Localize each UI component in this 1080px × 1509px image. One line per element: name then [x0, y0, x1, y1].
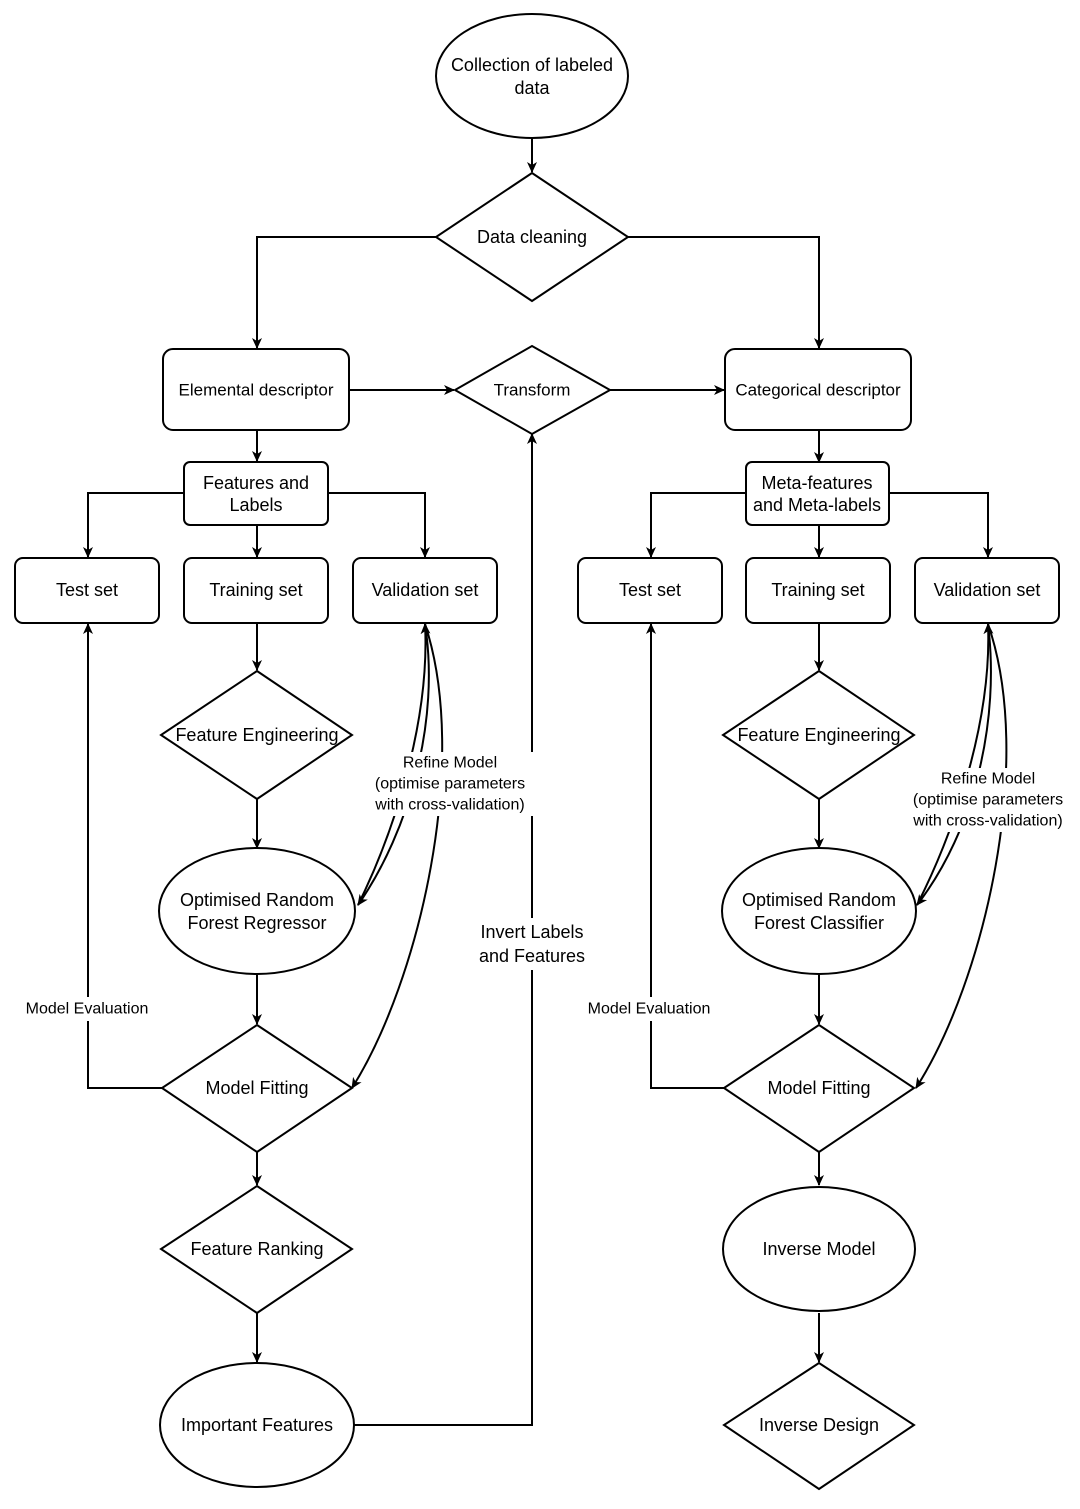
left-validation-set-node[interactable] — [352, 557, 498, 624]
left-model-fitting-label: Model Fitting — [205, 1078, 308, 1098]
left-training-set-label: Training set — [209, 580, 302, 600]
left-refine-label-3: with cross-validation) — [374, 797, 524, 814]
left-test-set-label: Test set — [56, 580, 118, 600]
right-refine-label-bg — [902, 768, 1074, 832]
important-features-label: Important Features — [181, 1415, 333, 1435]
regressor-node[interactable] — [158, 847, 356, 975]
left-evaluation-label-bg — [16, 997, 158, 1021]
right-feature-engineering-node[interactable] — [721, 669, 916, 801]
meta-features-node[interactable] — [745, 461, 890, 526]
data-cleaning-label: Data cleaning — [477, 227, 587, 247]
left-training-set-node[interactable] — [183, 557, 329, 624]
meta-features-label-1: Meta-features — [761, 473, 872, 493]
right-test-set-label: Test set — [619, 580, 681, 600]
categorical-descriptor-node[interactable] — [724, 348, 912, 431]
left-feature-engineering-node[interactable] — [159, 669, 354, 801]
edge-features-to-test — [83, 492, 184, 558]
left-test-set-node[interactable] — [14, 557, 160, 624]
elemental-descriptor-label: Elemental descriptor — [179, 381, 334, 400]
left-feature-engineering-label: Feature Engineering — [175, 725, 338, 745]
regressor-label-1: Optimised Random — [180, 890, 334, 910]
edge-right-validation-to-fitting — [915, 623, 1008, 1089]
feature-ranking-label: Feature Ranking — [190, 1239, 323, 1259]
transform-label: Transform — [494, 381, 571, 400]
left-validation-set-label: Validation set — [372, 580, 479, 600]
feature-ranking-node[interactable] — [159, 1184, 354, 1315]
left-refine-label-bg — [362, 752, 534, 816]
right-evaluation-label-bg — [578, 997, 720, 1021]
classifier-node[interactable] — [721, 847, 917, 975]
collection-label-1: Collection of labeled — [451, 55, 613, 75]
regressor-label-2: Forest Regressor — [187, 913, 326, 933]
classifier-label-2: Forest Classifier — [754, 913, 884, 933]
inverse-design-label: Inverse Design — [759, 1415, 879, 1435]
right-feature-engineering-label: Feature Engineering — [737, 725, 900, 745]
collection-label-2: data — [514, 78, 550, 98]
left-refine-label-2: (optimise parameters — [375, 776, 525, 793]
edge-features-to-validation — [328, 492, 430, 558]
features-labels-label-1: Features and — [203, 473, 309, 493]
edge-cleaning-to-categorical — [628, 236, 824, 349]
inverse-model-node[interactable] — [722, 1186, 916, 1312]
left-refine-label-1: Refine Model — [403, 755, 497, 772]
data-cleaning-node[interactable] — [434, 171, 630, 303]
edge-right-validation-to-classifier — [916, 623, 992, 906]
right-refine-label-3: with cross-validation) — [912, 813, 1062, 830]
right-refine-label-1: Refine Model — [941, 771, 1035, 788]
left-model-fitting-node[interactable] — [160, 1023, 354, 1154]
features-labels-node[interactable] — [183, 461, 329, 526]
invert-label-1: Invert Labels — [480, 922, 583, 942]
collection-node[interactable] — [435, 13, 629, 139]
nodes: Collection of labeled data Data cleaning… — [14, 13, 1060, 1491]
right-evaluation-label: Model Evaluation — [588, 1001, 711, 1018]
meta-features-label-2: and Meta-labels — [753, 495, 881, 515]
right-model-fitting-node[interactable] — [722, 1023, 916, 1154]
right-validation-set-node[interactable] — [914, 557, 1060, 624]
right-validation-set-label: Validation set — [934, 580, 1041, 600]
elemental-descriptor-node[interactable] — [162, 348, 350, 431]
edge-left-fitting-to-test — [83, 623, 162, 1089]
right-test-set-node[interactable] — [577, 557, 723, 624]
edge-labels: Refine Model (optimise parameters with c… — [16, 752, 1074, 1021]
invert-label-bg — [472, 918, 592, 970]
inverse-model-label: Inverse Model — [762, 1239, 875, 1259]
edge-classifier-to-validation — [916, 623, 994, 906]
edge-left-validation-to-fitting — [351, 623, 444, 1089]
left-evaluation-label: Model Evaluation — [26, 1001, 149, 1018]
edge-meta-to-test — [646, 492, 746, 558]
features-labels-label-2: Labels — [229, 495, 282, 515]
right-refine-label-2: (optimise parameters — [913, 792, 1063, 809]
right-model-fitting-label: Model Fitting — [767, 1078, 870, 1098]
edge-meta-to-validation — [889, 492, 993, 558]
inverse-design-node[interactable] — [722, 1361, 916, 1491]
right-training-set-node[interactable] — [745, 557, 891, 624]
edge-right-fitting-to-test — [646, 623, 724, 1089]
transform-node[interactable] — [452, 344, 613, 436]
classifier-label-1: Optimised Random — [742, 890, 896, 910]
important-features-node[interactable] — [159, 1362, 355, 1488]
edge-cleaning-to-elemental — [252, 236, 436, 349]
categorical-descriptor-label: Categorical descriptor — [735, 381, 901, 400]
invert-label-2: and Features — [479, 946, 585, 966]
right-training-set-label: Training set — [771, 580, 864, 600]
